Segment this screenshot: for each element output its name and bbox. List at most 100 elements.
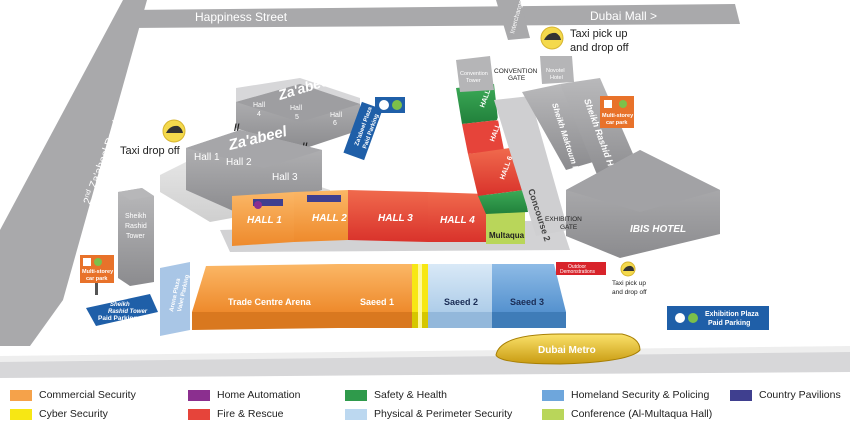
dubai-metro[interactable]: Dubai Metro bbox=[0, 333, 850, 378]
saeed-3[interactable]: Saeed 3 bbox=[492, 264, 566, 328]
zaabeel2-hall5-num: 5 bbox=[295, 114, 299, 121]
taxi-dropoff[interactable]: Taxi drop off bbox=[120, 119, 186, 157]
srt-parking-1: Sheikh bbox=[110, 302, 130, 308]
saeed2-label: Saeed 2 bbox=[444, 297, 478, 307]
taxi-top-2: and drop off bbox=[570, 42, 629, 54]
sheikh-maktoum-hall[interactable]: Sheikh Maktoum Hall bbox=[522, 84, 600, 182]
arena-saeed-row: Trade Centre Arena Saeed 1 Saeed 2 Saeed… bbox=[192, 264, 566, 330]
multistorey-right-2: car park bbox=[606, 120, 628, 126]
exhibition-gate-1: EXHIBITION bbox=[545, 216, 582, 223]
hall-3[interactable]: HALL 3 bbox=[348, 190, 428, 242]
road-zaabeel: 2nd Za'abeel Road bbox=[0, 0, 147, 346]
arena-label: Trade Centre Arena bbox=[228, 297, 312, 307]
legend-item: Commercial Security bbox=[10, 388, 136, 402]
exhibition-gate[interactable]: EXHIBITION GATE bbox=[545, 216, 582, 231]
legend-swatch bbox=[188, 389, 210, 401]
legend-swatch bbox=[10, 408, 32, 420]
taxi-top-1: Taxi pick up bbox=[570, 28, 627, 40]
hall-6[interactable]: HALL 6 bbox=[468, 148, 524, 196]
legend-label: Physical & Perimeter Security bbox=[374, 408, 513, 420]
cyber-security-strip[interactable] bbox=[412, 264, 428, 328]
multistorey-right-1: Multi-storey bbox=[602, 113, 634, 119]
country-pavilion-marker-2 bbox=[307, 195, 341, 202]
wheelchair-icon bbox=[379, 100, 389, 110]
saeed-2[interactable]: Saeed 2 bbox=[428, 264, 492, 328]
convention-tower-2: Tower bbox=[466, 78, 481, 84]
multistorey-car-park-right[interactable]: Multi-storey car park bbox=[600, 96, 634, 128]
legend-label: Cyber Security bbox=[39, 408, 108, 420]
exhibition-plaza-1: Exhibition Plaza bbox=[705, 311, 759, 318]
zaabeel2-hall6-label: Hall bbox=[330, 112, 343, 119]
novotel-hotel[interactable]: Novotel Hotel bbox=[540, 56, 574, 84]
hall4-label: HALL 4 bbox=[440, 215, 475, 226]
taxi-pickup-top[interactable]: Taxi pick up and drop off bbox=[540, 26, 629, 54]
legend-label: Fire & Rescue bbox=[217, 408, 284, 420]
concourse-2[interactable]: Concourse 2 bbox=[494, 96, 568, 242]
road-interchange: Interchange bbox=[496, 0, 530, 40]
legend-swatch bbox=[10, 389, 32, 401]
multaqua-label: Multaqua bbox=[489, 231, 525, 240]
taxi-icon bbox=[166, 125, 183, 133]
arena-plaza-valet[interactable]: Arena Plaza Valet Parking bbox=[160, 262, 191, 336]
zaabeel2-hall4-num: 4 bbox=[257, 111, 261, 118]
legend-item: Homeland Security & Policing bbox=[542, 388, 709, 402]
legend-label: Safety & Health bbox=[374, 389, 447, 401]
hall-2[interactable]: HALL 2 bbox=[294, 190, 348, 242]
legend-item: Home Automation bbox=[188, 388, 300, 402]
ibis-label: IBIS HOTEL bbox=[630, 224, 686, 235]
road-label-happiness: Happiness Street bbox=[195, 10, 288, 24]
legend-swatch bbox=[188, 408, 210, 420]
multistorey-car-park-left[interactable]: Multi-storey car park bbox=[80, 255, 114, 295]
parking-dot-icon-2 bbox=[688, 313, 698, 323]
hall-5[interactable] bbox=[478, 190, 528, 214]
zaabeel-plaza-parking[interactable]: Za'abeel Plaza Paid Parking bbox=[343, 97, 405, 161]
convention-tower[interactable]: Convention Tower bbox=[456, 56, 494, 92]
multistorey-left-2: car park bbox=[86, 276, 108, 282]
legend-label: Homeland Security & Policing bbox=[571, 389, 710, 401]
legend-swatch bbox=[542, 389, 564, 401]
srt-parking-3: Paid Parking bbox=[98, 315, 137, 322]
legend-item: Cyber Security bbox=[10, 407, 108, 421]
ibis-hotel[interactable]: IBIS HOTEL bbox=[566, 150, 720, 258]
saeed1-label: Saeed 1 bbox=[360, 297, 394, 307]
svg-text://: // bbox=[234, 123, 240, 134]
sheikh-rashid-tower[interactable]: Sheikh Rashid Tower bbox=[118, 188, 154, 286]
taxi-small-1: Taxi pick up bbox=[612, 280, 646, 287]
multaqua-hall[interactable]: Multaqua bbox=[486, 212, 525, 244]
taxi-small-icon bbox=[623, 265, 634, 271]
wheelchair-icon-2 bbox=[675, 313, 685, 323]
road-label-dubai-mall: Dubai Mall > bbox=[590, 9, 657, 23]
trade-centre-arena[interactable]: Trade Centre Arena bbox=[192, 264, 338, 330]
zaabeel2-hall5-label: Hall bbox=[290, 105, 303, 112]
hall-1[interactable]: HALL 1 bbox=[232, 192, 294, 246]
legend-item: Fire & Rescue bbox=[188, 407, 284, 421]
hall-4[interactable]: HALL 4 bbox=[428, 192, 486, 242]
outdoor-demonstrations[interactable]: Outdoor Demonstrations bbox=[556, 262, 606, 275]
srt-label-2: Rashid bbox=[125, 223, 147, 230]
srt-parking-2: Rashid Tower bbox=[108, 309, 148, 315]
legend: Commercial Security Home Automation Safe… bbox=[0, 378, 850, 426]
legend-swatch bbox=[345, 389, 367, 401]
srt-label-1: Sheikh bbox=[125, 213, 147, 220]
hall-7[interactable]: HALL 7 bbox=[462, 117, 504, 154]
legend-label: Conference (Al-Multaqua Hall) bbox=[571, 408, 713, 420]
exhibition-plaza-parking[interactable]: Exhibition Plaza Paid Parking bbox=[667, 306, 769, 330]
zaabeel1-hall3: Hall 3 bbox=[272, 172, 298, 183]
hall3-label: HALL 3 bbox=[378, 213, 413, 224]
map-canvas: Happiness Street Dubai Mall > Interchang… bbox=[0, 0, 850, 378]
multistorey-left-1: Multi-storey bbox=[82, 269, 114, 275]
srt-paid-parking[interactable]: Sheikh Rashid Tower Paid Parking bbox=[86, 294, 158, 326]
exhibition-halls-row: HALL 1 HALL 2 HALL 3 HALL 4 Multaqua bbox=[220, 190, 570, 252]
saeed3-label: Saeed 3 bbox=[510, 297, 544, 307]
metro-label: Dubai Metro bbox=[538, 345, 596, 356]
zaabeel1-hall2: Hall 2 bbox=[226, 157, 252, 168]
exhibition-plaza-2: Paid Parking bbox=[708, 320, 750, 327]
taxi-pickup-small[interactable]: Taxi pick up and drop off bbox=[612, 261, 647, 296]
novotel-2: Hotel bbox=[550, 75, 563, 81]
saeed-1[interactable]: Saeed 1 bbox=[338, 264, 412, 328]
legend-label: Country Pavilions bbox=[759, 389, 841, 401]
convention-gate[interactable]: CONVENTION GATE bbox=[494, 68, 538, 82]
zaabeel2-hall4-label: Hall bbox=[253, 102, 266, 109]
legend-label: Commercial Security bbox=[39, 389, 136, 401]
